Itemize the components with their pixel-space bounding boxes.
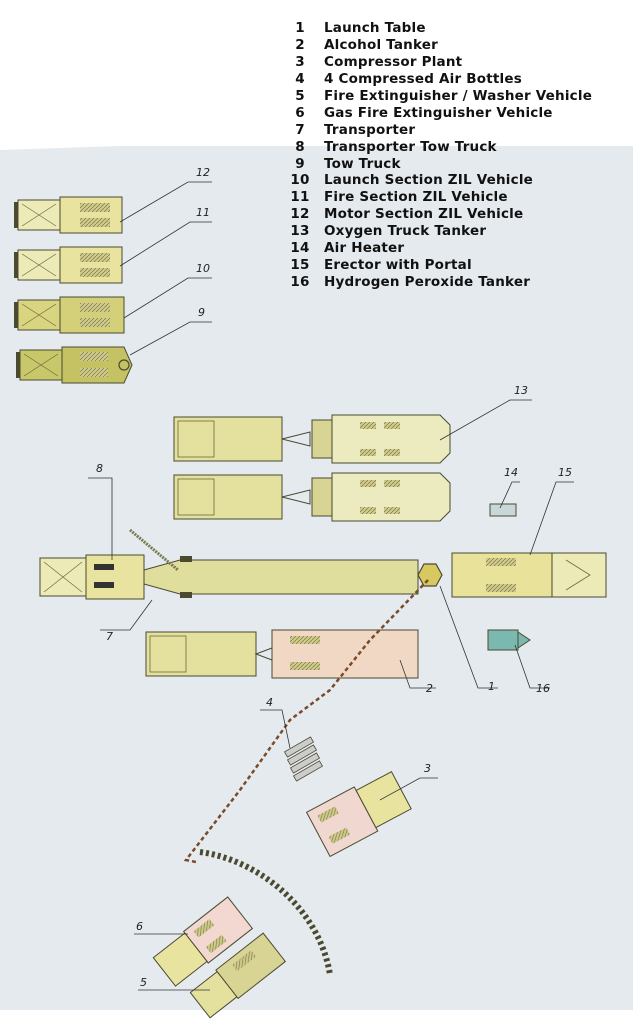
callout-5: 5 — [140, 976, 147, 989]
callout-2: 2 — [426, 682, 433, 695]
legend-number: 14 — [290, 240, 310, 257]
legend-number: 13 — [290, 223, 310, 240]
legend-number: 6 — [295, 104, 305, 121]
callout-16: 16 — [536, 682, 550, 695]
callout-9: 9 — [198, 306, 205, 319]
vehicle-13-oxygen-tanker-upper — [173, 414, 451, 464]
legend-label: Fire Section ZIL Vehicle — [324, 189, 508, 206]
legend-label: Launch Table — [324, 20, 426, 37]
launch-table — [417, 563, 443, 587]
legend-label: Gas Fire Extinguisher Vehicle — [324, 104, 553, 121]
legend-row: 5 Fire Extinguisher / Washer Vehicle — [276, 88, 626, 105]
callout-11: 11 — [196, 206, 210, 219]
legend-row: 10 Launch Section ZIL Vehicle — [276, 172, 626, 189]
legend-label: Motor Section ZIL Vehicle — [324, 206, 524, 223]
legend-number: 16 — [290, 273, 310, 290]
legend-number: 3 — [295, 54, 305, 71]
legend-label: 4 Compressed Air Bottles — [324, 71, 522, 88]
air-bottles — [283, 736, 324, 782]
callout-10: 10 — [196, 262, 210, 275]
vehicle-2-alcohol-tanker — [145, 629, 419, 679]
legend-number: 2 — [295, 37, 305, 54]
legend-label: Tow Truck — [324, 155, 401, 172]
callout-13: 13 — [514, 384, 528, 397]
legend-row: 12 Motor Section ZIL Vehicle — [276, 206, 626, 223]
legend-label: Transporter — [324, 121, 416, 138]
legend-label: Transporter Tow Truck — [324, 138, 497, 155]
callout-12: 12 — [196, 166, 210, 179]
legend-row: 3 Compressor Plant — [276, 54, 626, 71]
callout-7: 7 — [106, 630, 113, 643]
vehicle-9-tow-truck — [16, 346, 133, 384]
callout-1: 1 — [488, 680, 495, 693]
vehicle-7-transporter — [129, 528, 419, 598]
vehicle-8-transporter-tow-truck — [39, 554, 145, 600]
air-hose — [183, 579, 429, 864]
legend-number: 7 — [295, 121, 305, 138]
legend-row: 14 Air Heater — [276, 240, 626, 257]
legend-number: 12 — [290, 206, 310, 223]
white-band-top — [0, 0, 633, 146]
legend-row: 6 Gas Fire Extinguisher Vehicle — [276, 104, 626, 121]
legend-label: Oxygen Truck Tanker — [324, 223, 487, 240]
callout-4: 4 — [266, 696, 273, 709]
white-band-bottom — [0, 1010, 633, 1024]
callout-8: 8 — [96, 462, 103, 475]
vehicle-14-air-heater — [489, 503, 517, 517]
legend-label: Alcohol Tanker — [324, 37, 438, 54]
legend-row: 8 Transporter Tow Truck — [276, 138, 626, 155]
vehicle-3-compressor-plant — [305, 771, 412, 858]
legend-row: 11 Fire Section ZIL Vehicle — [276, 189, 626, 206]
vehicle-16-hydrogen-peroxide-tanker — [487, 629, 531, 651]
callout-lines — [88, 181, 574, 991]
legend-number: 15 — [290, 256, 310, 273]
legend-number: 8 — [295, 138, 305, 155]
legend-label: Fire Extinguisher / Washer Vehicle — [324, 88, 593, 104]
legend-number: 11 — [290, 189, 310, 206]
vehicle-5-fire-extinguisher-washer — [189, 932, 287, 1019]
legend-row: 2 Alcohol Tanker — [276, 37, 626, 54]
callout-6: 6 — [136, 920, 143, 933]
vehicle-6-gas-fire-extinguisher — [152, 896, 254, 987]
legend-number: 1 — [295, 20, 305, 37]
legend: 1 Launch Table 2 Alcohol Tanker 3 Compresso… — [276, 20, 626, 290]
legend-number: 5 — [295, 88, 305, 104]
vehicle-15-erector — [451, 552, 607, 598]
legend-label: Hydrogen Peroxide Tanker — [324, 273, 531, 290]
callout-3: 3 — [424, 762, 431, 775]
vehicle-13-oxygen-tanker-lower — [173, 472, 451, 522]
vehicle-12-motor-section-zil — [14, 196, 123, 234]
callout-15: 15 — [558, 466, 572, 479]
legend-label: Launch Section ZIL Vehicle — [324, 172, 533, 189]
legend-row: 13 Oxygen Truck Tanker — [276, 223, 626, 240]
legend-number: 9 — [295, 155, 305, 172]
legend-label: Air Heater — [324, 240, 405, 257]
legend-number: 10 — [290, 172, 310, 189]
legend-number: 4 — [295, 71, 305, 88]
vehicle-10-launch-section-zil — [14, 296, 125, 334]
legend-row: 9 Tow Truck — [276, 155, 626, 172]
legend-label: Compressor Plant — [324, 54, 463, 71]
callout-14: 14 — [504, 466, 518, 479]
legend-row: 4 4 Compressed Air Bottles — [276, 71, 626, 88]
legend-row: 15 Erector with Portal — [276, 256, 626, 273]
legend-row: 7 Transporter — [276, 121, 626, 138]
legend-row: 1 Launch Table — [276, 20, 626, 37]
vehicle-11-fire-section-zil — [14, 246, 123, 284]
legend-label: Erector with Portal — [324, 256, 472, 273]
legend-row: 16 Hydrogen Peroxide Tanker — [276, 273, 626, 290]
